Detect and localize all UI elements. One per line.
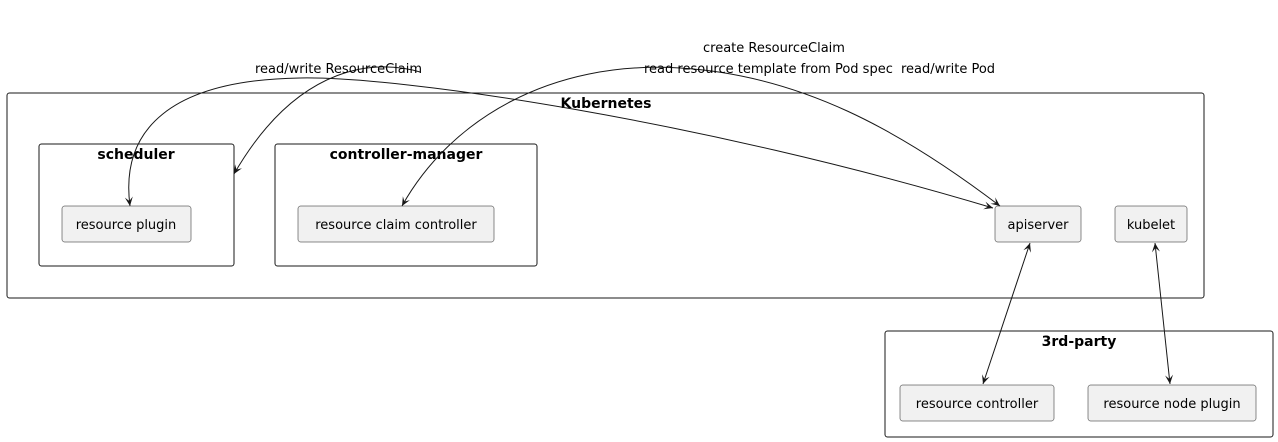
edge-kubelet-node-plugin — [1151, 242, 1174, 385]
cluster-title: Kubernetes — [561, 96, 652, 112]
edge-label: read resource template from Pod spec — [644, 62, 893, 77]
edge-label: create ResourceClaim — [703, 41, 845, 56]
node-label: apiserver — [1008, 218, 1070, 233]
cluster-title: scheduler — [97, 147, 174, 163]
edge-rw-claim-plugin — [124, 77, 994, 210]
node-kubelet[interactable]: kubelet — [1114, 205, 1188, 243]
node-resource-node-plugin[interactable]: resource node plugin — [1087, 384, 1257, 422]
node-label: resource controller — [916, 397, 1039, 412]
cluster-title: 3rd-party — [1042, 334, 1117, 350]
node-resource-plugin[interactable]: resource plugin — [61, 205, 192, 243]
edge-label: read/write Pod — [901, 62, 995, 77]
cluster-scheduler: scheduler — [38, 143, 235, 267]
edge-rw-claim-scheduler — [233, 66, 421, 175]
node-label: resource plugin — [76, 218, 177, 233]
cluster-title: controller-manager — [330, 147, 483, 163]
node-resource-controller[interactable]: resource controller — [899, 384, 1055, 422]
edge-apiserver-controller — [982, 242, 1031, 385]
cluster-controller-manager: controller-manager — [274, 143, 538, 267]
edge-claim-controller — [401, 66, 1001, 207]
node-label: resource node plugin — [1103, 397, 1240, 412]
edge-label: read/write ResourceClaim — [255, 62, 422, 77]
node-label: resource claim controller — [315, 218, 477, 233]
node-label: kubelet — [1127, 218, 1175, 233]
node-resource-claim-controller[interactable]: resource claim controller — [297, 205, 495, 243]
node-apiserver[interactable]: apiserver — [994, 205, 1082, 243]
